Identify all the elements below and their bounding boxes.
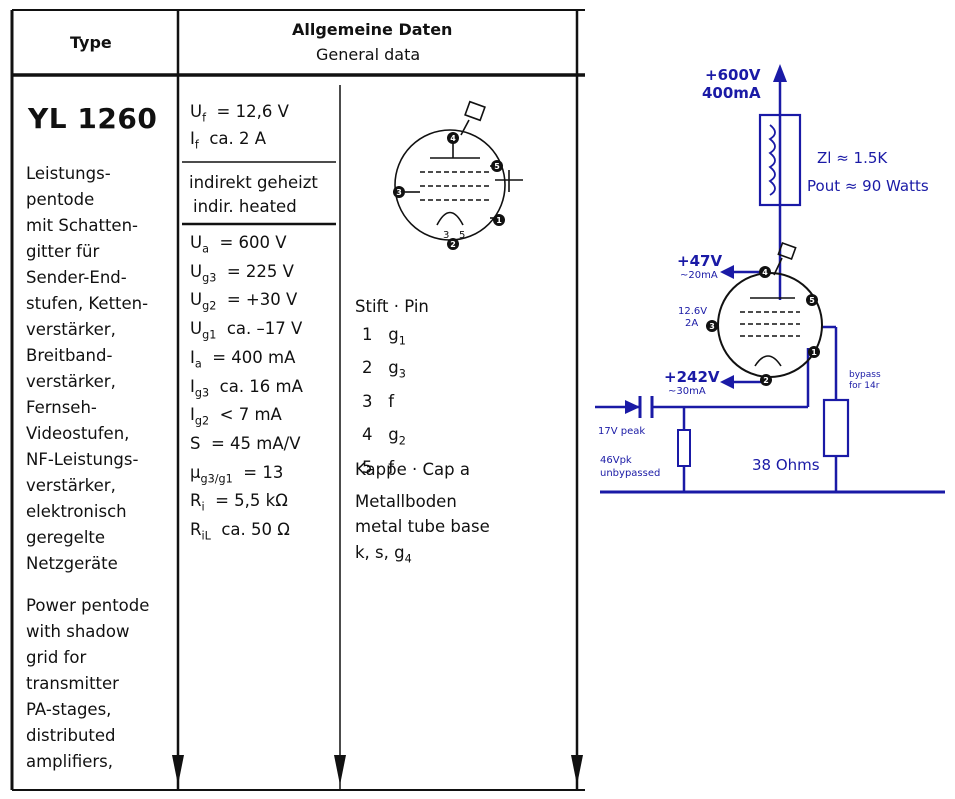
description-de-line: verstärker, — [26, 320, 116, 339]
input-vpk: 46Vpk — [600, 455, 632, 466]
rating-row: Ua = 600 V — [190, 233, 287, 256]
description-en-line: grid for — [26, 648, 87, 667]
rating-row: Ug1 ca. –17 V — [190, 319, 303, 342]
pin-row: 3 f — [362, 391, 395, 411]
indirect-heated-de: indirekt geheizt — [189, 173, 318, 192]
circuit-pin-5-label: 5 — [809, 296, 815, 305]
pin-row: 4 g2 — [362, 424, 406, 448]
description-english: Power pentode with shadow grid for transmit… — [26, 593, 149, 775]
description-de-line: verstärker, — [26, 372, 116, 391]
pin-row: 2 g3 — [362, 358, 406, 381]
bypass-note: bypass — [849, 370, 881, 380]
rating-row: Ig3 ca. 16 mA — [190, 376, 303, 399]
description-de-line: NF-Leistungs- — [26, 450, 139, 469]
description-en-line: distributed — [26, 726, 116, 745]
description-de-line: Fernseh- — [26, 398, 97, 417]
rating-row: Ug3 = 225 V — [190, 261, 294, 284]
rating-row: RiL ca. 50 Ω — [190, 520, 290, 543]
filament-pin-5-label: 5 — [459, 230, 465, 241]
cap-label: Kappe · Cap a — [355, 460, 470, 479]
g3-voltage: +242V — [664, 368, 720, 386]
base-pins: k, s, g4 — [355, 543, 412, 566]
indirect-heated-en: indir. heated — [193, 197, 297, 216]
bypass-note-2: for 14r — [849, 381, 880, 391]
description-de-line: Breitband- — [26, 346, 113, 365]
rating-row: Ig2 < 7 mA — [190, 405, 282, 428]
heater-voltage: Uf = 12,6 V — [190, 102, 289, 125]
circuit-pin-3-label: 3 — [709, 322, 715, 331]
pin-row: 5 f — [362, 458, 395, 478]
description-de-line: stufen, Ketten- — [26, 294, 149, 313]
pin-table: 1 g1 2 g3 3 f 4 g2 5 f — [362, 321, 406, 487]
screen-grid-current: ~20mA — [680, 270, 718, 281]
circuit-pin-2-label: 2 — [763, 376, 769, 385]
description-en-line: amplifiers, — [26, 752, 113, 771]
tube-base-diagram: 4 5 3 1 2 3 5 — [393, 100, 523, 250]
rating-row: Ia = 400 mA — [190, 347, 296, 371]
circuit-pin-1-label: 1 — [811, 348, 817, 357]
input-peak: 17V peak — [598, 426, 646, 437]
pin-row: 1 g1 — [362, 325, 406, 348]
description-en-line: Power pentode — [26, 596, 150, 615]
heater-voltage-note: 12.6V — [678, 306, 708, 317]
metal-base-de: Metallboden — [355, 492, 457, 511]
description-en-line: with shadow — [26, 622, 130, 641]
rating-row: μg3/g1 = 13 — [190, 462, 284, 485]
description-de-line: elektronisch — [26, 502, 127, 521]
unbypassed-note: unbypassed — [600, 468, 661, 479]
general-data-header: Allgemeine Daten — [292, 20, 453, 39]
description-de-line: mit Schatten- — [26, 216, 138, 235]
description-de-line: Videostufen, — [26, 424, 130, 443]
metal-base-en: metal tube base — [355, 517, 490, 536]
heater-current-note: 2A — [685, 318, 699, 329]
circuit-pin-4-label: 4 — [762, 268, 768, 277]
pin-1-label: 1 — [496, 216, 502, 225]
description-de-line: verstärker, — [26, 476, 116, 495]
description-de-line: Netzgeräte — [26, 554, 118, 573]
supply-voltage: +600V — [705, 66, 761, 84]
pin-2-label: 2 — [450, 240, 456, 249]
pin-4-label: 4 — [450, 134, 456, 143]
rating-row: Ri = 5,5 kΩ — [190, 491, 288, 514]
description-de-line: Leistungs- — [26, 164, 111, 183]
description-de-line: Sender-End- — [26, 268, 127, 287]
type-column-header: Type — [70, 33, 112, 52]
description-en-line: PA-stages, — [26, 700, 112, 719]
ratings-list: Ua = 600 V Ug3 = 225 V Ug2 = +30 V Ug1 ca. … — [190, 232, 303, 548]
cathode-resistor-value: 38 Ohms — [752, 456, 820, 474]
description-en-line: transmitter — [26, 674, 119, 693]
pin-table-title: Stift · Pin — [355, 297, 429, 316]
description-de-line: pentode — [26, 190, 95, 209]
filament-pin-3-label: 3 — [443, 230, 449, 241]
heater-current: If ca. 2 A — [190, 129, 267, 152]
description-de-line: geregelte — [26, 528, 106, 547]
g3-current: ~30mA — [668, 386, 706, 397]
tube-type-name: YL 1260 — [28, 102, 158, 135]
amplifier-circuit: 4 5 3 1 2 — [595, 64, 945, 494]
output-power: Pout ≈ 90 Watts — [807, 177, 929, 195]
description-german: Leistungs-pentode mit Schatten-gitter für… — [26, 161, 149, 577]
tube-description: Leistungs-pentode mit Schatten-gitter für… — [26, 161, 149, 775]
description-de-line: gitter für — [26, 242, 100, 261]
rating-row: Ug2 = +30 V — [190, 290, 298, 313]
screen-grid-voltage: +47V — [677, 252, 723, 270]
supply-current: 400mA — [702, 84, 761, 102]
load-impedance: Zl ≈ 1.5K — [817, 149, 888, 167]
general-data-header-en: General data — [316, 45, 421, 64]
pin-3-label: 3 — [396, 188, 402, 197]
rating-row: S = 45 mA/V — [190, 433, 301, 453]
pin-5-label: 5 — [494, 162, 500, 171]
